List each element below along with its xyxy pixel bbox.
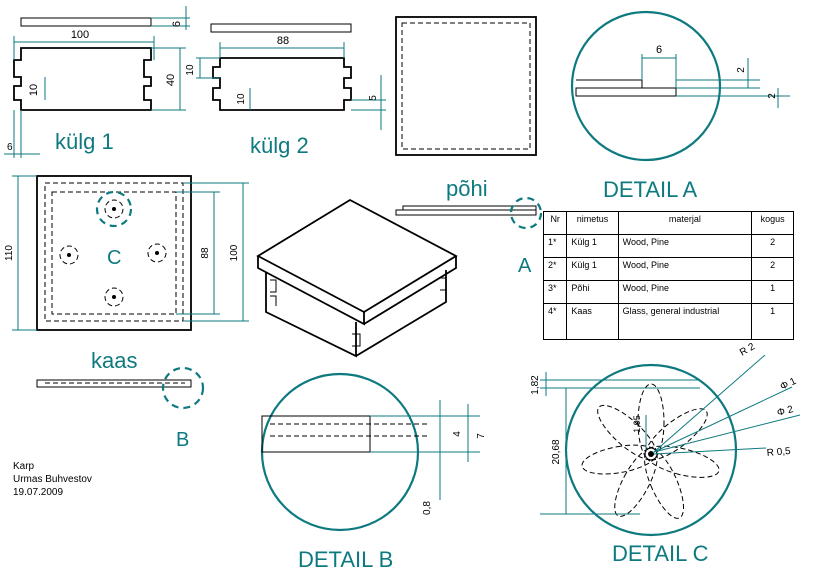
bom-cell-name: Külg 1 <box>566 257 619 281</box>
bom-cell-material: Wood, Pine <box>617 234 753 258</box>
table-row: 1* Külg 1 Wood, Pine 2 <box>542 234 794 258</box>
bom-cell-name: Kaas <box>566 303 619 340</box>
lid-flower-bottom <box>104 287 124 307</box>
bom-header-name: nimetus <box>566 211 619 235</box>
bom-cell-nr: 3* <box>542 280 568 304</box>
box-lid-top <box>256 198 458 314</box>
table-row: 3* Põhi Wood, Pine 1 <box>542 280 794 304</box>
detail-c-v2-dim: 20,68 <box>551 439 562 464</box>
side1-body <box>13 47 152 111</box>
side2-height-b-dim: 10 <box>236 93 247 105</box>
detail-b: 4 7 0,8 DETAIL B <box>260 372 487 572</box>
title-block: Karp Urmas Buhvestov 19.07.2009 <box>13 460 92 499</box>
detail-a-title: DETAIL A <box>603 177 697 202</box>
lid-side-view: kaas B <box>36 348 205 451</box>
bottom-top-view <box>395 16 537 156</box>
bom-cell-nr: 2* <box>542 257 568 281</box>
bom-cell-name: Põhi <box>566 280 619 304</box>
title-block-author: Urmas Buhvestov <box>13 474 92 485</box>
detail-a-gap1-dim: 2 <box>736 67 747 73</box>
detail-c-phi1-dim: Φ 1 <box>779 376 799 393</box>
side1-top-plate <box>20 17 152 27</box>
lid-flower-right <box>147 243 167 263</box>
side1-thickness-dim: 6 <box>7 142 13 153</box>
side2-height-a-dim: 10 <box>185 64 196 76</box>
side2-length-dim: 88 <box>277 35 289 47</box>
side1-top-thickness-dim: 6 <box>171 21 183 27</box>
bom-header-material: materjal <box>617 211 753 235</box>
isometric-box <box>256 198 458 358</box>
detail-a-gap2-dim: 2 <box>767 93 778 99</box>
detail-c-title: DETAIL C <box>612 541 709 566</box>
detail-a-width-dim: 6 <box>656 44 662 56</box>
bom-cell-qty: 1 <box>751 280 794 304</box>
bill-of-materials: Nr nimetus materjal kogus 1* Külg 1 Wood… <box>542 211 794 340</box>
bom-cell-qty: 1 <box>751 303 794 340</box>
bom-header-qty: kogus <box>751 211 794 235</box>
side1-slot-dim: 10 <box>28 84 40 96</box>
title-block-date: 19.07.2009 <box>13 487 64 498</box>
bom-cell-qty: 2 <box>751 257 794 281</box>
lid-callout-b: B <box>176 429 189 451</box>
side2-body <box>212 57 352 111</box>
detail-c-v1-dim: 1,82 <box>530 375 541 395</box>
side1-view: 100 10 40 6 6 külg 1 <box>4 6 190 158</box>
detail-c: R 2 Φ 1 Φ 2 R 0,5 1,82 20,68 1,95 DETAIL… <box>530 341 801 566</box>
lid-outer-dim: 110 <box>4 245 15 261</box>
detail-b-title: DETAIL B <box>298 547 393 572</box>
lid-flower-left <box>59 245 79 265</box>
side2-top-plate <box>210 23 352 33</box>
detail-c-v3-dim: 1,95 <box>632 415 642 433</box>
detail-c-phi2-dim: Φ 2 <box>776 404 795 419</box>
detail-c-r1-dim: R 2 <box>738 341 757 359</box>
detail-b-d1-dim: 4 <box>452 431 463 437</box>
lid-flower-top <box>104 199 124 219</box>
bottom-side-view: põhi A <box>395 176 543 277</box>
bottom-callout-a: A <box>518 255 532 277</box>
bottom-label: põhi <box>446 176 488 201</box>
bom-header-row: Nr nimetus materjal kogus <box>542 211 794 235</box>
bom-cell-nr: 1* <box>542 234 568 258</box>
detail-c-flower <box>581 383 720 519</box>
title-block-name: Karp <box>13 461 35 472</box>
detail-c-r2-dim: R 0,5 <box>766 446 791 459</box>
table-row: 4* Kaas Glass, general industrial 1 <box>542 303 794 340</box>
side1-length-dim: 100 <box>71 29 89 41</box>
side2-view: 88 10 10 5 külg 2 <box>185 23 386 158</box>
bom-cell-name: Külg 1 <box>566 234 619 258</box>
bom-header-nr: Nr <box>542 211 568 235</box>
bom-cell-nr: 4* <box>542 303 568 340</box>
bom-cell-material: Wood, Pine <box>617 280 753 304</box>
lid-label: kaas <box>91 348 137 373</box>
side1-height-dim: 40 <box>165 74 177 86</box>
side1-label: külg 1 <box>55 129 114 154</box>
lid-inner-b-dim: 100 <box>229 244 240 261</box>
table-row: 2* Külg 1 Wood, Pine 2 <box>542 257 794 281</box>
lid-callout-c: C <box>107 247 121 269</box>
bom-cell-material: Glass, general industrial <box>617 303 753 340</box>
lid-inner-a-dim: 88 <box>200 247 211 259</box>
side2-offset-dim: 5 <box>368 95 379 101</box>
detail-a: 6 2 2 DETAIL A <box>570 10 790 202</box>
lid-top-view: C 110 88 100 <box>4 175 249 331</box>
bom-cell-qty: 2 <box>751 234 794 258</box>
side2-label: külg 2 <box>250 133 309 158</box>
detail-b-d2-dim: 7 <box>476 433 487 439</box>
bom-cell-material: Wood, Pine <box>617 257 753 281</box>
detail-b-d3-dim: 0,8 <box>422 501 433 515</box>
